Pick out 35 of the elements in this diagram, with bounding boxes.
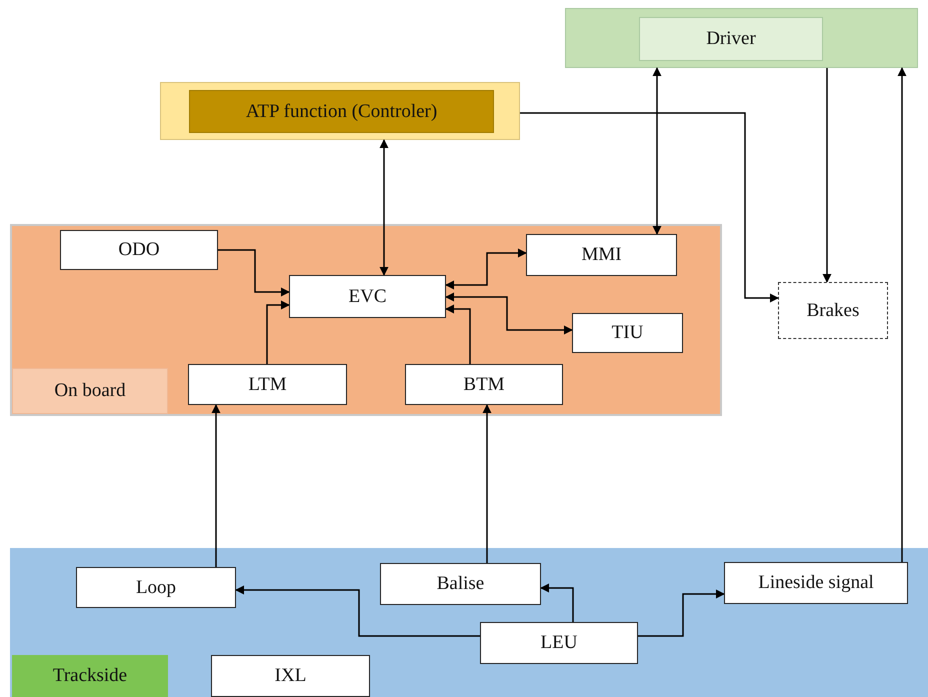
process-box: BTM	[405, 364, 563, 405]
arrow	[638, 590, 725, 637]
arrow	[445, 304, 471, 364]
region-label: On board	[12, 368, 168, 414]
process-box: Balise	[380, 563, 541, 605]
region-panel	[10, 548, 928, 697]
arrow	[898, 67, 906, 562]
region-panel	[10, 224, 722, 416]
diagram-band	[565, 8, 918, 68]
process-box: Brakes	[778, 282, 888, 339]
process-box: MMI	[526, 234, 677, 276]
process-box: EVC	[289, 275, 446, 318]
arrow	[822, 68, 832, 283]
arrow	[235, 586, 480, 637]
arrow	[445, 292, 573, 334]
process-box: IXL	[211, 655, 370, 697]
region-label: Trackside	[12, 655, 168, 697]
process-box: Loop	[76, 567, 236, 608]
arrow	[218, 249, 290, 296]
arrow	[652, 67, 662, 235]
diagram-band	[160, 82, 520, 140]
arrow	[445, 248, 527, 290]
arrow	[520, 112, 779, 302]
arrow	[212, 404, 220, 567]
process-box: Lineside signal	[724, 562, 908, 604]
process-box: TIU	[572, 313, 683, 353]
arrow	[380, 139, 388, 276]
arrow	[540, 584, 574, 622]
process-box: LEU	[480, 622, 638, 664]
process-box: LTM	[188, 364, 347, 405]
arrow	[266, 300, 290, 364]
process-box: Driver	[639, 17, 823, 61]
process-box: ODO	[60, 230, 218, 270]
arrow	[482, 404, 492, 563]
process-box: ATP function (Controler)	[189, 90, 494, 133]
